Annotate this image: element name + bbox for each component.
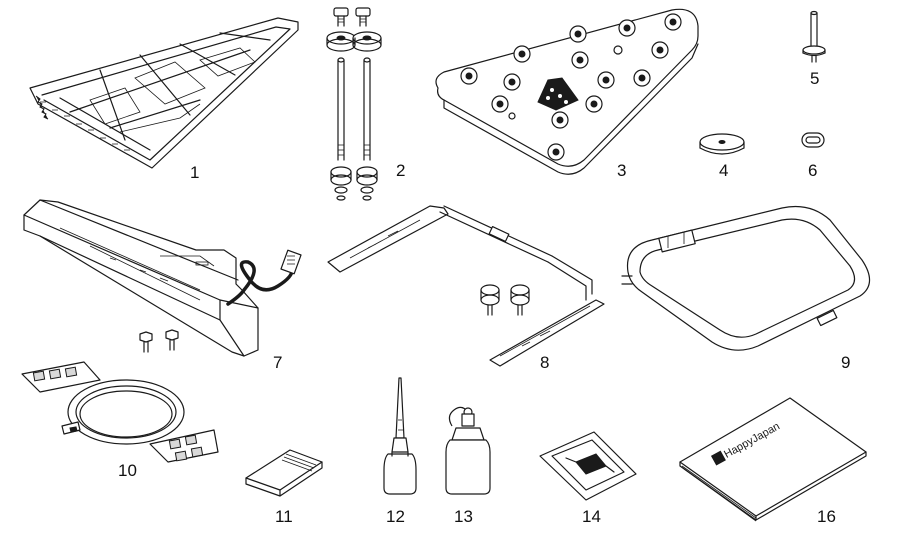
part-8-label: 8: [540, 353, 549, 372]
part-11-label: 11: [275, 507, 293, 526]
part-12-oiler-drawing: [383, 377, 417, 495]
part-13-bottle-drawing: [445, 406, 491, 495]
part-1-frame-drawing: [29, 17, 299, 169]
part-10-label: 10: [118, 461, 137, 480]
part-3-plate-drawing: [435, 8, 699, 175]
part-5-label: 5: [810, 69, 819, 88]
part-4-spacer-drawing: [699, 133, 745, 155]
part-9-hoop-drawing: [621, 205, 871, 351]
part-13-label: 13: [454, 507, 473, 526]
part-6-ring-drawing: [801, 132, 825, 148]
part-6-label: 6: [808, 161, 817, 180]
part-9-label: 9: [841, 353, 850, 372]
part-2-bolts-drawing: [326, 7, 382, 201]
part-16-label: 16: [817, 507, 836, 526]
part-12-label: 12: [386, 507, 405, 526]
part-10-hoop-drawing: [21, 361, 219, 463]
part-11-pad-drawing: [245, 449, 323, 497]
part-8-bracket-drawing: [327, 205, 605, 367]
part-2-label: 2: [396, 161, 405, 180]
part-7-label: 7: [273, 353, 282, 372]
part-4-label: 4: [719, 161, 728, 180]
part-7-unit-drawing: [23, 199, 302, 357]
part-14-bag-drawing: [539, 431, 637, 501]
part-14-label: 14: [582, 507, 601, 526]
part-16-manual-drawing: HappyJapan: [679, 397, 867, 522]
part-5-pin-drawing: [802, 10, 826, 63]
part-3-label: 3: [617, 161, 626, 180]
part-1-label: 1: [190, 163, 199, 182]
